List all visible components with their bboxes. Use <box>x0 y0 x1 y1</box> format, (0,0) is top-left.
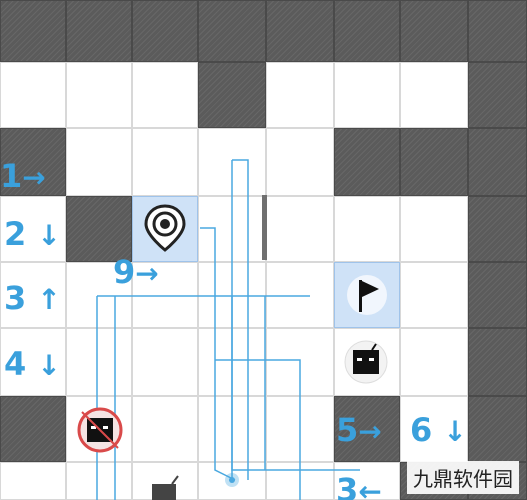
red-target-robot-icon <box>77 407 123 453</box>
floor-tile <box>198 262 266 328</box>
floor-tile <box>0 328 66 396</box>
wall-tile <box>334 128 400 196</box>
floor-tile <box>66 128 132 196</box>
wall-tile <box>0 396 66 462</box>
floor-tile <box>66 328 132 396</box>
wall-tile <box>468 328 527 396</box>
wall-tile <box>468 196 527 262</box>
wall-tile <box>198 0 266 62</box>
location-pin-icon <box>144 204 186 252</box>
floor-tile <box>266 328 334 396</box>
floor-tile <box>198 462 266 500</box>
floor-tile <box>334 196 400 262</box>
floor-tile <box>266 396 334 462</box>
right-label-6: 6 ↓ <box>410 411 467 449</box>
wall-tile <box>334 0 400 62</box>
floor-tile <box>334 462 400 500</box>
arrow-down-icon: ↓ <box>37 349 61 382</box>
wall-tile <box>468 128 527 196</box>
floor-tile <box>66 462 132 500</box>
right-label-5: 5→ <box>336 411 382 449</box>
floor-tile <box>400 328 468 396</box>
row-label-4: 4 ↓ <box>4 345 61 383</box>
wall-tile <box>400 0 468 62</box>
wall-tile <box>0 128 66 196</box>
arrow-down-icon: ↓ <box>37 219 61 252</box>
floor-tile <box>400 62 468 128</box>
floor-tile <box>132 128 198 196</box>
floor-tile <box>0 62 66 128</box>
watermark: 九鼎软件园 <box>407 461 519 494</box>
wall-tile <box>468 396 527 462</box>
floor-tile <box>66 262 132 328</box>
floor-tile <box>400 262 468 328</box>
floor-tile <box>266 62 334 128</box>
floor-tile <box>266 128 334 196</box>
wall-tile <box>468 0 527 62</box>
floor-tile <box>400 196 468 262</box>
wall-tile <box>132 0 198 62</box>
arrow-right-icon: → <box>358 415 382 448</box>
floor-tile <box>0 462 66 500</box>
arrow-right-icon: → <box>22 161 46 194</box>
wall-tile <box>400 128 468 196</box>
floor-tile <box>334 62 400 128</box>
floor-tile <box>198 196 266 262</box>
arrow-up-icon: ↑ <box>37 283 61 316</box>
row-label-1: 1→ <box>0 157 46 195</box>
floor-tile <box>132 396 198 462</box>
row-label-2: 2 ↓ <box>4 215 61 253</box>
floor-tile <box>132 262 198 328</box>
flag-icon <box>347 275 387 315</box>
floor-tile <box>66 62 132 128</box>
arrow-right-icon: → <box>135 257 159 290</box>
wall-tile <box>266 0 334 62</box>
wall-tile <box>468 262 527 328</box>
wall-tile <box>198 62 266 128</box>
floor-tile <box>198 396 266 462</box>
wall-tile <box>66 196 132 262</box>
floor-tile <box>0 262 66 328</box>
bottom-label-3: 3← <box>336 474 382 500</box>
partial-robot-icon <box>152 475 179 500</box>
floor-tile <box>198 128 266 196</box>
arrow-down-icon: ↓ <box>443 415 467 448</box>
floor-tile <box>266 196 334 262</box>
floor-tile <box>132 62 198 128</box>
mid-label-9: 9→ <box>113 253 159 291</box>
floor-tile <box>198 328 266 396</box>
floor-tile <box>132 328 198 396</box>
row-label-3: 3 ↑ <box>4 279 61 317</box>
arrow-left-icon: ← <box>358 475 382 500</box>
floor-tile <box>0 196 66 262</box>
floor-tile <box>266 462 334 500</box>
wall-tile <box>468 62 527 128</box>
wall-tile <box>66 0 132 62</box>
black-box-robot-icon <box>344 340 388 384</box>
floor-tile <box>266 262 334 328</box>
wall-tile <box>0 0 66 62</box>
